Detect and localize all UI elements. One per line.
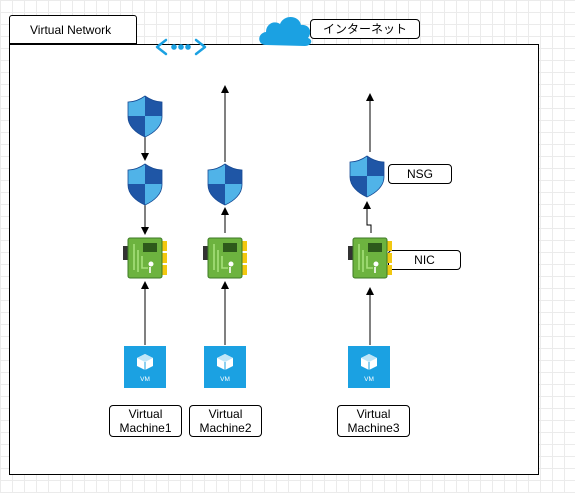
shield-icon xyxy=(349,155,385,198)
arrow-nic-to-nsg-3 xyxy=(363,201,372,233)
cloud-icon xyxy=(259,16,312,46)
nsg-label: NSG xyxy=(388,164,452,184)
vm-icon xyxy=(203,345,247,389)
nic-label: NIC xyxy=(388,250,461,270)
vnet-title: Virtual Network xyxy=(9,15,137,44)
vm-label-2: Virtual Machine2 xyxy=(189,405,262,437)
shield-icon xyxy=(127,95,163,138)
vm-icon xyxy=(123,345,167,389)
vm-label-1-text: Virtual Machine1 xyxy=(119,407,172,435)
nic-icon xyxy=(122,237,168,279)
shield-icon xyxy=(207,163,243,206)
vm-label-1: Virtual Machine1 xyxy=(109,405,182,437)
nic-icon xyxy=(347,237,393,279)
vnet-icon xyxy=(155,38,207,56)
shield-icon xyxy=(127,163,163,206)
vm-icon xyxy=(347,345,391,389)
vm-label-2-text: Virtual Machine2 xyxy=(199,407,252,435)
vm-label-3: Virtual Machine3 xyxy=(337,405,410,437)
nic-icon xyxy=(202,237,248,279)
connectors xyxy=(141,85,374,345)
vm-label-3-text: Virtual Machine3 xyxy=(347,407,400,435)
internet-label: インターネット xyxy=(310,19,420,39)
